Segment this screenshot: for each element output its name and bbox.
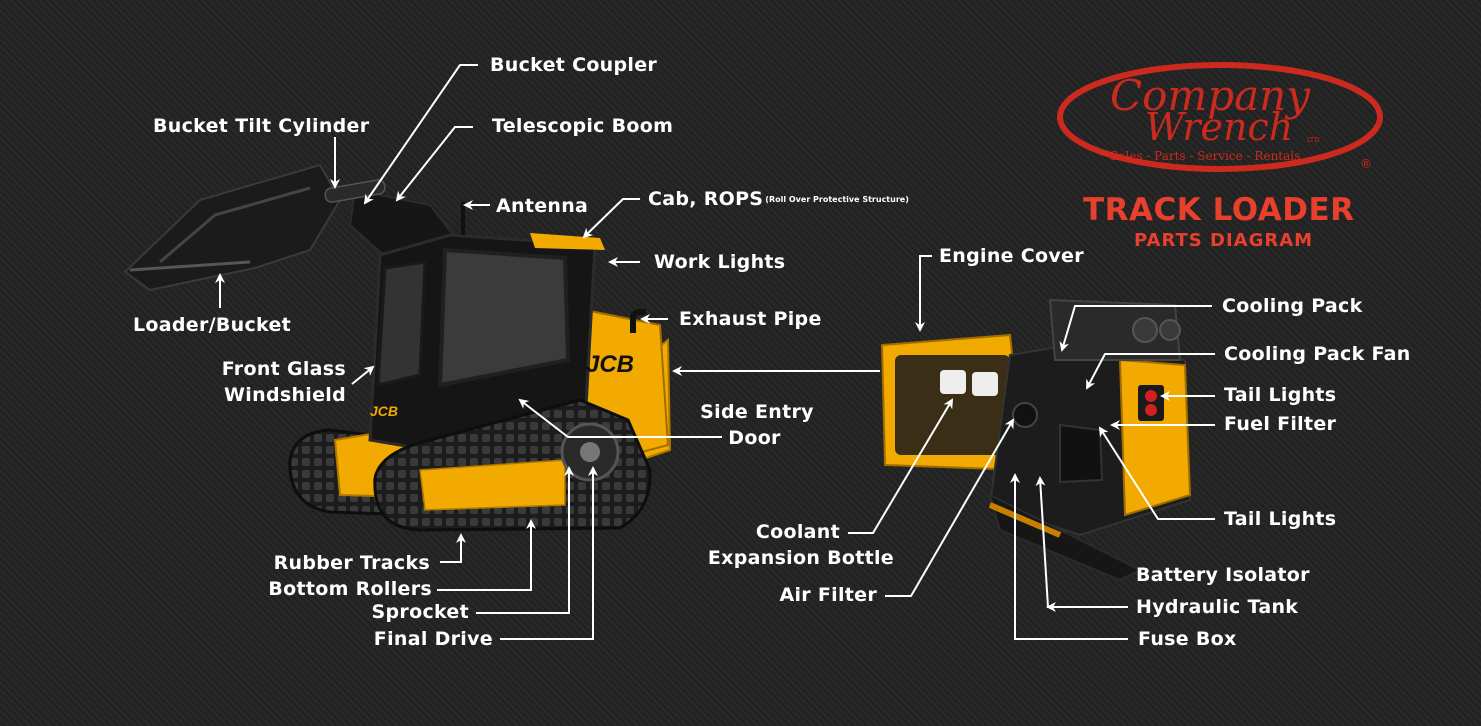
logo-wrench-text: Wrench: [1145, 105, 1293, 149]
logo-tagline-text: Sales - Parts - Service - Rentals: [1110, 149, 1300, 163]
label-tail-lights-lower: Tail Lights: [1224, 508, 1337, 530]
label-cooling-pack: Cooling Pack: [1222, 295, 1363, 317]
leader-sprocket: [476, 466, 574, 614]
label-exhaust-pipe: Exhaust Pipe: [679, 308, 822, 330]
label-rubber-tracks: Rubber Tracks: [273, 552, 430, 574]
hydraulic-tank-shape: [1059, 423, 1104, 484]
leader-rubber-tracks: [440, 533, 466, 563]
front-machine-illustration: JCB JCB: [123, 163, 672, 532]
leader-fuse-box: [1010, 473, 1128, 640]
label-loader-bucket: Loader/Bucket: [133, 314, 292, 336]
track-frame: [419, 459, 566, 511]
company-wrench-logo: Company Wrench LTD Sales - Parts - Servi…: [1057, 62, 1383, 172]
logo-ellipse: [1057, 62, 1383, 172]
label-coolant-line2: Expansion Bottle: [707, 547, 894, 569]
label-front-glass: Front Glass Windshield: [200, 358, 346, 406]
leader-air-filter: [885, 418, 1015, 597]
label-telescopic-boom: Telescopic Boom: [492, 115, 674, 137]
label-bottom-rollers: Bottom Rollers: [268, 578, 432, 600]
loader-bucket-shape: [123, 163, 342, 292]
label-side-entry-door: Side Entry Door: [698, 401, 816, 449]
leader-front-glass: [351, 365, 375, 385]
label-side-entry-line2: Door: [728, 427, 781, 449]
jcb-decal-small: JCB: [370, 403, 398, 419]
leader-tail-lights-lower: [1098, 426, 1215, 520]
label-hydraulic-tank: Hydraulic Tank: [1136, 596, 1299, 618]
coolant-bottle-shape: [940, 370, 966, 394]
logo-ltd-text: LTD: [1307, 136, 1320, 144]
leader-telescopic-boom: [395, 126, 473, 202]
leader-cooling-pack: [1059, 305, 1212, 352]
label-coolant-expansion-bottle: Coolant Expansion Bottle: [660, 521, 894, 569]
label-bucket-coupler: Bucket Coupler: [490, 54, 658, 76]
rear-yellow-panel: [1118, 358, 1192, 517]
label-antenna: Antenna: [496, 195, 589, 217]
label-cab-rops-note: (Roll Over Protective Structure): [765, 195, 909, 204]
leader-side-entry-door: [518, 398, 722, 438]
cab-roof: [530, 233, 605, 250]
label-final-drive: Final Drive: [373, 628, 493, 650]
label-front-glass-line2: Windshield: [224, 384, 346, 406]
label-coolant-line1: Coolant: [755, 521, 840, 543]
tail-lights-shape: [1138, 385, 1164, 421]
cab-glass: [437, 247, 571, 388]
label-cab-rops-main: Cab, ROPS: [648, 188, 764, 210]
leader-engine-cover: [915, 255, 932, 332]
label-work-lights: Work Lights: [654, 251, 786, 273]
leader-cooling-pack-fan: [1086, 353, 1215, 390]
diagram-subtitle: PARTS DIAGRAM: [1134, 230, 1314, 251]
rear-track-shape: [988, 493, 1143, 582]
label-tail-lights-upper: Tail Lights: [1224, 384, 1337, 406]
air-filter-shape: [1012, 402, 1038, 428]
cooling-pack-shape: [1048, 298, 1182, 361]
logo-company-text: Company: [1110, 71, 1311, 120]
label-fuse-box: Fuse Box: [1138, 628, 1237, 650]
leader-bottom-rollers: [437, 519, 536, 591]
label-cab-rops: Cab, ROPS(Roll Over Protective Structure…: [648, 188, 909, 211]
exhaust-shape: [630, 309, 646, 333]
label-engine-cover: Engine Cover: [939, 245, 1084, 267]
label-battery-isolator: Battery Isolator: [1136, 564, 1310, 586]
label-fuel-filter: Fuel Filter: [1224, 413, 1337, 435]
diagram-title: TRACK LOADER: [1083, 192, 1355, 228]
leader-coolant-expansion-bottle: [848, 398, 954, 534]
leader-cab-rops: [582, 198, 640, 239]
label-sprocket: Sprocket: [371, 601, 469, 623]
label-bucket-tilt-cylinder: Bucket Tilt Cylinder: [153, 115, 370, 137]
label-air-filter: Air Filter: [779, 584, 877, 606]
jcb-decal: JCB: [586, 351, 634, 378]
label-cooling-pack-fan: Cooling Pack Fan: [1224, 343, 1411, 365]
front-glass-shape: [376, 260, 427, 387]
label-front-glass-line1: Front Glass: [221, 358, 346, 380]
leader-bucket-coupler: [363, 64, 478, 205]
leader-final-drive: [500, 466, 598, 640]
label-side-entry-line1: Side Entry: [700, 401, 814, 423]
leader-lines: [215, 64, 1215, 640]
logo-registered-mark: ®: [1360, 157, 1372, 171]
tilt-cylinder-shape: [324, 179, 386, 203]
